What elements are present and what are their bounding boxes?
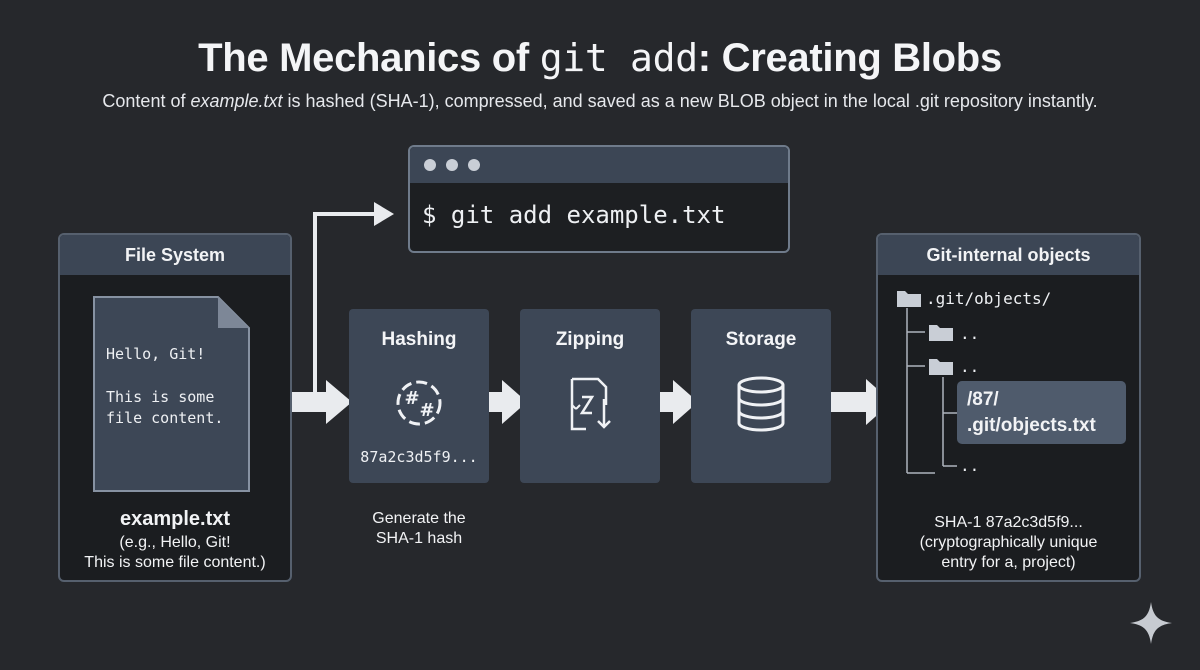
window-dot-icon xyxy=(446,159,458,171)
file-icon xyxy=(93,296,250,492)
file-system-header: File System xyxy=(60,235,290,275)
git-caption-line-1: SHA-1 87a2c3d5f9... xyxy=(934,514,1083,531)
terminal-connector-line xyxy=(313,212,376,392)
zipping-label: Zipping xyxy=(555,329,625,350)
window-dot-icon xyxy=(468,159,480,171)
hash-value: 87a2c3d5f9... xyxy=(360,448,478,466)
blob-dir: /87/ xyxy=(967,389,999,410)
storage-label: Storage xyxy=(725,329,797,350)
tree-item-1: .. xyxy=(960,324,980,343)
gear-hash-icon: # # xyxy=(396,380,442,426)
terminal-title-bar xyxy=(410,147,788,183)
file-name: example.txt xyxy=(119,508,231,530)
doc-line-2: This is some xyxy=(106,388,215,406)
arrow-storage-to-git xyxy=(823,379,892,425)
storage-step: Storage xyxy=(691,309,831,483)
hashing-label: Hashing xyxy=(381,329,457,350)
arrow-hashing-to-zipping xyxy=(482,380,527,424)
hashing-caption-line-1: Generate the xyxy=(372,510,466,527)
new-blob-entry: /87/ .git/objects.txt xyxy=(957,381,1126,444)
page-title: The Mechanics of git add: Creating Blobs xyxy=(198,36,1002,80)
git-caption-line-2: (cryptographically unique xyxy=(919,534,1098,551)
terminal-command: $ git add example.txt xyxy=(422,201,726,229)
terminal-connector-arrowhead xyxy=(374,202,394,226)
tree-root: .git/objects/ xyxy=(926,289,1052,308)
page-subtitle: Content of example.txt is hashed (SHA-1)… xyxy=(102,91,1098,111)
terminal-window: $ git add example.txt xyxy=(408,145,790,253)
file-caption-line-2: This is some file content.) xyxy=(84,554,266,571)
svg-text:#: # xyxy=(419,400,434,421)
file-caption-line-1: (e.g., Hello, Git! xyxy=(119,534,231,551)
folder-icon xyxy=(897,291,921,307)
zipping-step: Zipping xyxy=(520,309,660,483)
arrow-zipping-to-storage xyxy=(653,380,698,424)
arrow-fs-to-hashing xyxy=(254,380,352,424)
folder-icon xyxy=(929,359,953,375)
hashing-step: Hashing # # 87a2c3d5f9... xyxy=(349,309,489,483)
tree-item-3: .. xyxy=(960,456,980,475)
git-caption-line-3: entry for a, project) xyxy=(941,554,1076,571)
doc-line-1: Hello, Git! xyxy=(106,345,206,363)
window-dot-icon xyxy=(424,159,436,171)
hashing-caption-line-2: SHA-1 hash xyxy=(375,530,463,547)
svg-text:#: # xyxy=(404,388,419,409)
blob-path: .git/objects.txt xyxy=(967,415,1096,436)
tree-item-2: .. xyxy=(960,357,980,376)
database-icon xyxy=(737,376,785,432)
doc-line-3: file content. xyxy=(106,409,224,427)
git-objects-header: Git-internal objects xyxy=(878,235,1139,275)
folder-icon xyxy=(929,325,953,341)
sparkle-icon xyxy=(1130,602,1172,644)
zip-file-icon xyxy=(570,377,611,431)
